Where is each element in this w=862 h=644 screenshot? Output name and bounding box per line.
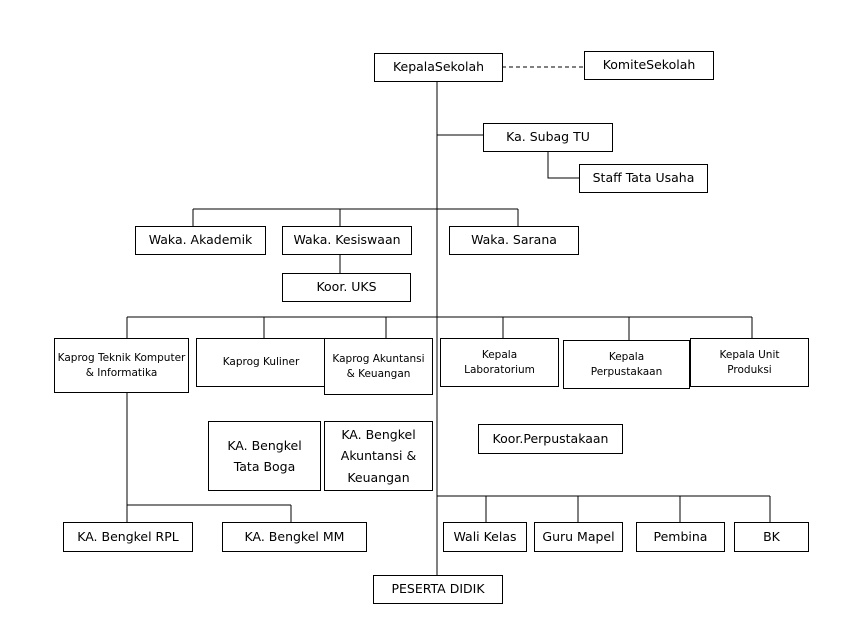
node-ka-subag-tu: Ka. Subag TU xyxy=(483,123,613,152)
node-staff-tata-usaha: Staff Tata Usaha xyxy=(579,164,708,193)
link-staff-tu xyxy=(547,151,579,179)
node-waka-kesiswaan: Waka. Kesiswaan xyxy=(282,226,412,255)
node-ka-bengkel-mm: KA. Bengkel MM xyxy=(222,522,367,552)
node-komite-sekolah: KomiteSekolah xyxy=(584,51,714,80)
node-kepala-laboratorium: Kepala Laboratorium xyxy=(440,338,559,387)
node-kaprog-tki: Kaprog Teknik Komputer & Informatika xyxy=(54,338,189,393)
node-ka-bengkel-rpl: KA. Bengkel RPL xyxy=(63,522,193,552)
node-pembina: Pembina xyxy=(636,522,725,552)
node-koor-perpustakaan: Koor.Perpustakaan xyxy=(478,424,623,454)
node-koor-uks: Koor. UKS xyxy=(282,273,411,302)
node-ka-bengkel-tata-boga: KA. Bengkel Tata Boga xyxy=(208,421,321,491)
node-kepala-perpustakaan: Kepala Perpustakaan xyxy=(563,340,690,389)
node-waka-sarana: Waka. Sarana xyxy=(449,226,579,255)
node-ka-bengkel-akuntansi: KA. Bengkel Akuntansi & Keuangan xyxy=(324,421,433,491)
node-kepala-sekolah: KepalaSekolah xyxy=(374,53,503,82)
node-bk: BK xyxy=(734,522,809,552)
node-wali-kelas: Wali Kelas xyxy=(443,522,527,552)
node-kepala-unit-produksi: Kepala Unit Produksi xyxy=(690,338,809,387)
node-kaprog-kuliner: Kaprog Kuliner xyxy=(196,338,326,387)
node-kaprog-akuntansi: Kaprog Akuntansi & Keuangan xyxy=(324,338,433,395)
node-peserta-didik: PESERTA DIDIK xyxy=(373,575,503,604)
node-guru-mapel: Guru Mapel xyxy=(534,522,623,552)
node-waka-akademik: Waka. Akademik xyxy=(135,226,266,255)
